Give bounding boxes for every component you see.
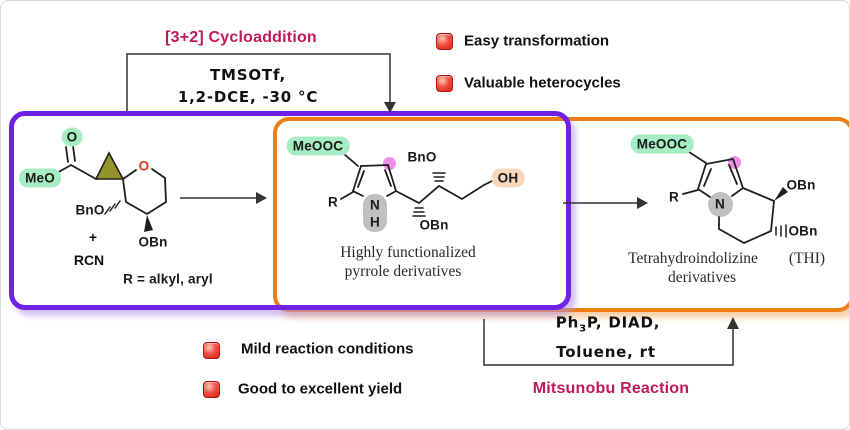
- thi-benzyloxy-top-label: OBn: [786, 177, 816, 193]
- ring-oxygen-label: O: [138, 158, 150, 174]
- nitrile-label: RCN: [73, 252, 105, 268]
- pyrrole-nitrogen-label: N: [370, 197, 380, 213]
- pyrrole-carbon-highlight-dot: [383, 157, 396, 170]
- pyrrole-caption-line1: Highly functionalized: [340, 244, 476, 261]
- conditions-line1: TMSOTf,: [210, 66, 286, 84]
- thi-caption-abbrev: (THI): [788, 250, 826, 267]
- plus-sign: +: [88, 229, 98, 245]
- bullet-icon: [203, 342, 220, 359]
- cycloaddition-label: [3+2] Cycloaddition: [165, 29, 317, 46]
- reagent-base: Ph: [555, 313, 580, 332]
- reagent-rest: P, DIAD,: [586, 313, 661, 332]
- cycloaddition-box: [9, 111, 571, 310]
- pyrrole-caption-line2: pyrrole derivatives: [344, 263, 462, 280]
- bullet-icon: [203, 381, 220, 398]
- r-definition-label: R = alkyl, aryl: [123, 271, 213, 287]
- nh-gray-highlight: [363, 194, 387, 232]
- feature-good-yield: Good to excellent yield: [238, 380, 403, 398]
- feature-easy-transformation: Easy transformation: [464, 32, 610, 50]
- pyrrole-nh-label: H: [370, 214, 380, 230]
- ester-methyl-label: MeO: [19, 168, 61, 188]
- thi-carbon-highlight-dot: [728, 156, 741, 169]
- pyrrole-ester-label: MeOOC: [286, 136, 350, 156]
- thi-r-label: R: [669, 189, 679, 205]
- feature-valuable-heterocycles: Valuable heterocycles: [464, 74, 621, 92]
- bullet-icon: [436, 33, 453, 50]
- carbonyl-oxygen-label: O: [61, 127, 83, 147]
- mitsunobu-label: Mitsunobu Reaction: [532, 380, 690, 397]
- thi-benzyloxy-bottom-label: OBn: [788, 223, 818, 239]
- thi-ester-label: MeOOC: [630, 134, 694, 154]
- reagent-subscript: 3: [579, 323, 587, 335]
- mitsunobu-reagents: Ph3P, DIAD,: [556, 314, 660, 335]
- chain-benzyloxy-bottom-label: OBn: [419, 217, 449, 233]
- pyrrole-r-label: R: [328, 194, 338, 210]
- benzyloxy-left-label: BnO: [75, 202, 105, 218]
- mitsunobu-conditions: Toluene, rt: [556, 343, 656, 361]
- bullet-icon: [436, 75, 453, 92]
- benzyloxy-bottom-label: OBn: [138, 234, 168, 250]
- thi-caption-line1: Tetrahydroindolizine: [628, 250, 758, 267]
- thi-caption-line2: derivatives: [667, 269, 737, 286]
- hydroxyl-label: OH: [491, 168, 525, 188]
- thi-nitrogen-label: N: [715, 196, 725, 212]
- conditions-line2: 1,2-DCE, -30 °C: [177, 88, 319, 106]
- feature-mild-conditions: Mild reaction conditions: [241, 340, 414, 358]
- chain-benzyloxy-top-label: BnO: [407, 149, 437, 165]
